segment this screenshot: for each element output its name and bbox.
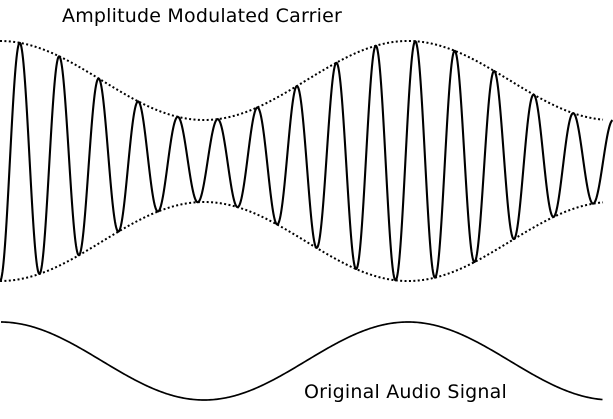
audio-waveform	[0, 321, 603, 401]
am-carrier-waveform	[0, 40, 613, 282]
envelope-upper-curve	[0, 40, 604, 121]
audio-signal-label: Original Audio Signal	[304, 381, 507, 403]
envelope-lower-curve	[0, 201, 604, 282]
chart-title: Amplitude Modulated Carrier	[62, 5, 343, 27]
